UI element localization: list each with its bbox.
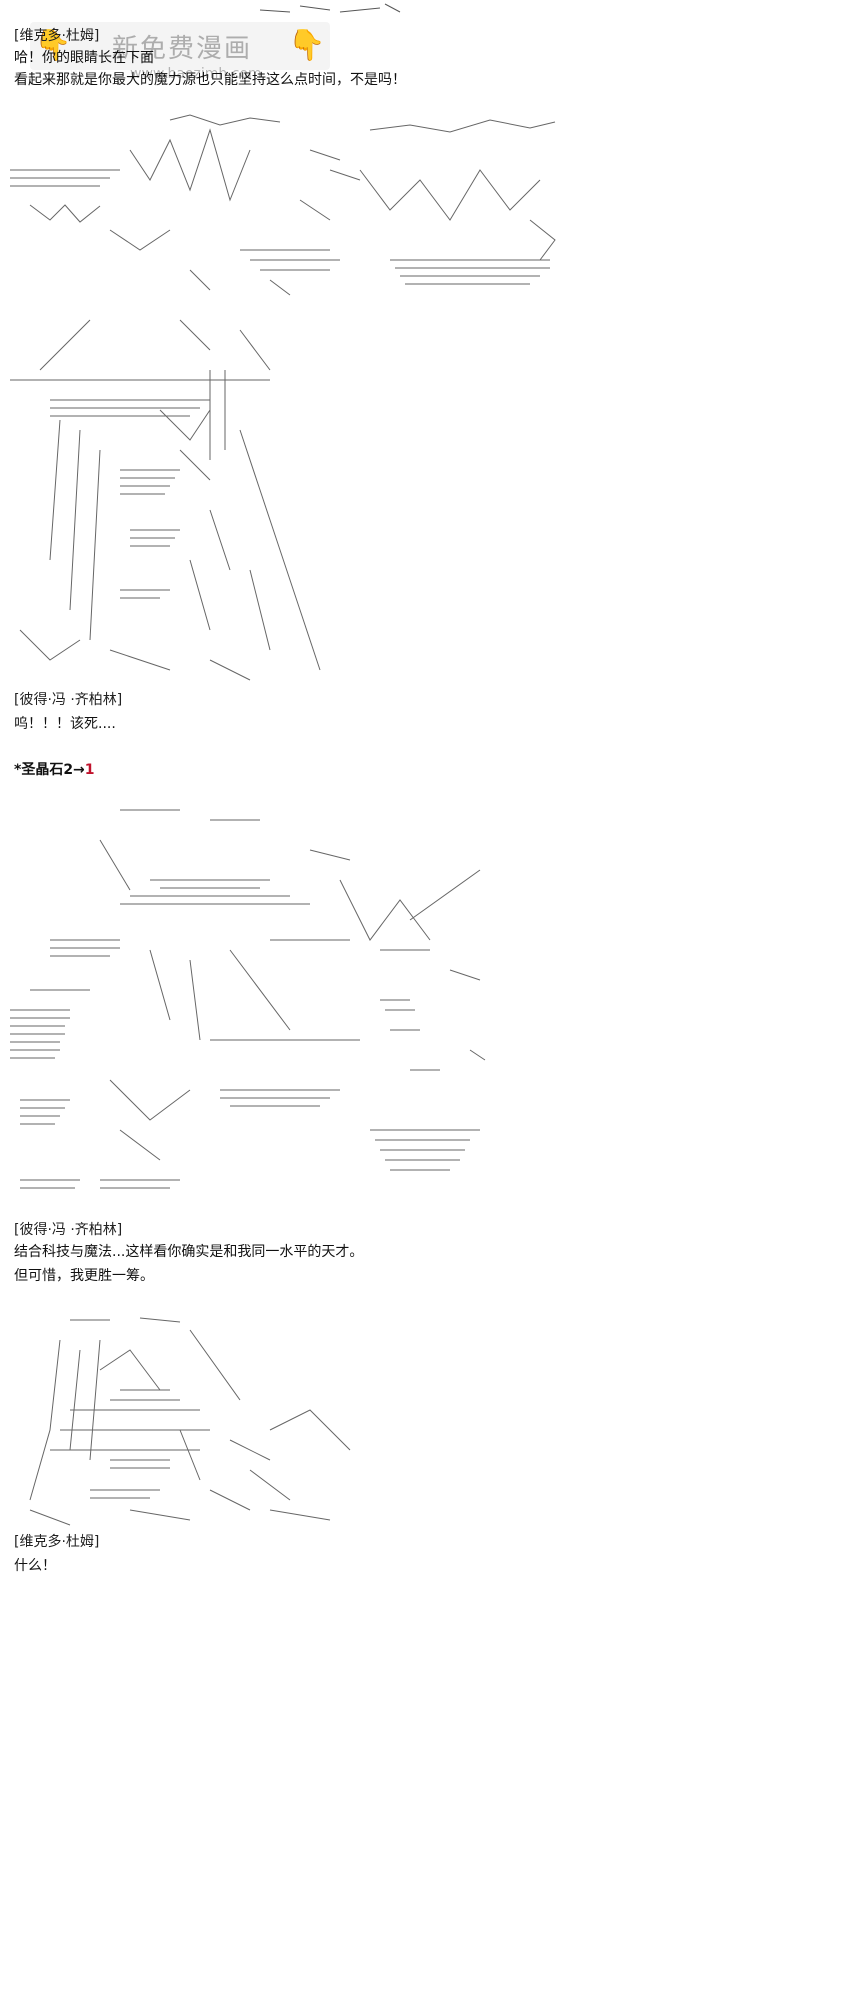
speaker-peter-zeppelin: [彼得·冯 ·齐柏林]: [14, 692, 123, 708]
watermark-url: www.baozimh.com: [130, 66, 262, 82]
ascii-art-figure-panel: [10, 310, 330, 690]
speaker-victor-doom: [维克多·杜姆]: [14, 28, 100, 44]
pointing-hand-icon: 👇: [288, 28, 326, 63]
dialogue-line: 结合科技与魔法...这样看你确实是和我同一水平的天才。: [14, 1244, 364, 1260]
watermark: 👇 新免费漫画 👇: [30, 22, 330, 70]
ascii-art-clash-panel: [10, 110, 570, 300]
dialogue-line: 呜！！！该死....: [14, 716, 116, 732]
dialogue-line: 哈！你的眼睛长在下面: [14, 50, 154, 66]
stat-label: *圣晶石2→: [14, 762, 85, 778]
saint-quartz-stat: *圣晶石2→1: [14, 760, 95, 780]
speaker-victor-doom: [维克多·杜姆]: [14, 1534, 100, 1550]
stat-value: 1: [84, 762, 95, 778]
dialogue-line: 什么！: [14, 1558, 56, 1574]
watermark-title: 新免费漫画: [112, 34, 253, 64]
ascii-art-face-panel: [10, 1310, 360, 1530]
dialogue-line: 但可惜，我更胜一筹。: [14, 1268, 154, 1284]
ascii-art-battle-panel: [10, 800, 490, 1215]
ascii-art-top-fragment: [250, 0, 410, 16]
speaker-peter-zeppelin: [彼得·冯 ·齐柏林]: [14, 1222, 123, 1238]
dialogue-line: 看起来那就是你最大的魔力源也只能坚持这么点时间，不是吗！: [14, 72, 406, 88]
pointing-hand-icon: 👇: [34, 28, 72, 63]
